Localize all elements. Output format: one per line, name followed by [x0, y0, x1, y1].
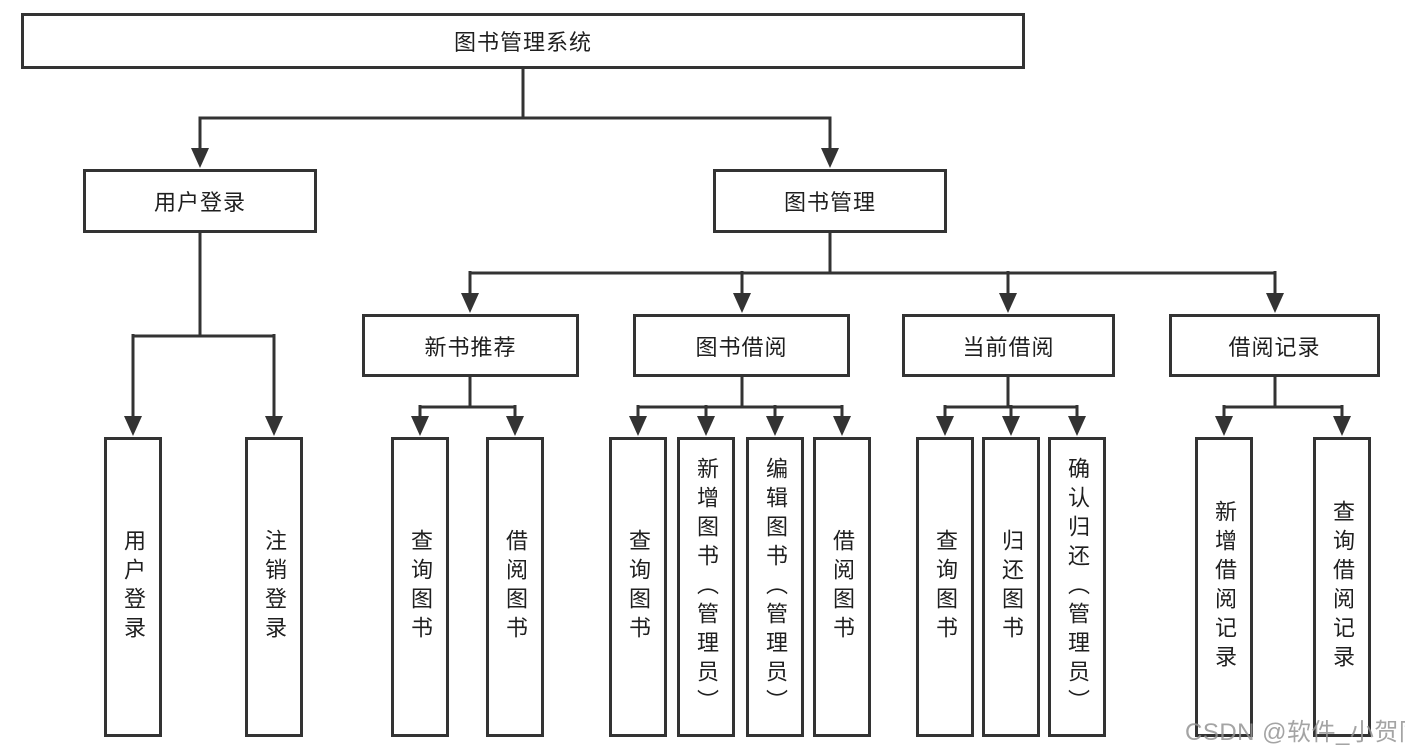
arrow-down-icon [265, 416, 283, 436]
leaf-label: 借阅图书 [503, 529, 528, 645]
leaf-label: 借阅图书 [830, 529, 855, 645]
leaf-query-books-current: 查询图书 [916, 437, 974, 737]
arrow-down-icon [411, 416, 429, 436]
arrow-down-icon [936, 416, 954, 436]
leaf-logout: 注销登录 [245, 437, 303, 737]
leaf-label: 归还图书 [999, 529, 1024, 645]
arrow-down-icon [1215, 416, 1233, 436]
node-label: 当前借阅 [962, 334, 1055, 360]
user-login-arrowheads [124, 416, 283, 436]
leaf-label: 确认归还（管理员） [1065, 456, 1090, 718]
connector-current-borrow-subtree [943, 375, 1079, 418]
csdn-watermark: CSDN @软件_小贺同学 [1185, 719, 1405, 746]
leaf-label: 编辑图书（管理员） [763, 456, 788, 718]
node-label: 图书管理系统 [453, 30, 592, 55]
node-label: 借阅记录 [1228, 334, 1321, 360]
leaf-label: 用户登录 [121, 529, 146, 645]
arrow-down-icon [191, 148, 209, 168]
leaf-query-books-recommend: 查询图书 [391, 437, 449, 737]
arrow-down-icon [1333, 416, 1351, 436]
arrow-down-icon [766, 416, 784, 436]
leaf-borrow-books-recommend: 借阅图书 [486, 437, 544, 737]
node-user-login: 用户登录 [83, 169, 317, 233]
node-label: 新书推荐 [424, 334, 517, 360]
leaf-label: 查询借阅记录 [1330, 500, 1355, 674]
node-current-borrow: 当前借阅 [902, 314, 1115, 377]
arrow-down-icon [733, 293, 751, 313]
book-borrow-arrowheads [629, 416, 851, 436]
leaf-add-books-admin: 新增图书（管理员） [677, 437, 735, 737]
node-root-library-management-system: 图书管理系统 [21, 13, 1025, 69]
node-label: 图书管理 [783, 190, 876, 215]
leaf-borrow-books: 借阅图书 [813, 437, 871, 737]
arrow-down-icon [1266, 293, 1284, 313]
leaf-label: 新增图书（管理员） [694, 456, 719, 718]
node-borrow-records: 借阅记录 [1169, 314, 1380, 377]
arrow-down-icon [833, 416, 851, 436]
leaf-label: 新增借阅记录 [1212, 500, 1237, 674]
leaf-add-borrow-record: 新增借阅记录 [1195, 437, 1253, 737]
leaf-label: 查询图书 [408, 529, 433, 645]
node-label: 用户登录 [153, 190, 246, 215]
leaf-confirm-return-admin: 确认归还（管理员） [1048, 437, 1106, 737]
arrow-down-icon [697, 416, 715, 436]
arrow-down-icon [1002, 416, 1020, 436]
node-book-management: 图书管理 [713, 169, 947, 233]
leaf-return-books: 归还图书 [982, 437, 1040, 737]
leaf-label: 查询图书 [933, 529, 958, 645]
new-book-recommend-arrowheads [411, 416, 524, 436]
current-borrow-arrowheads [936, 416, 1086, 436]
arrow-down-icon [821, 148, 839, 168]
arrow-down-icon [506, 416, 524, 436]
connector-book-management-to-level3 [468, 232, 1277, 295]
node-book-borrow: 图书借阅 [633, 314, 850, 377]
borrow-records-arrowheads [1215, 416, 1351, 436]
level2-arrowheads [191, 148, 839, 168]
leaf-label: 注销登录 [262, 529, 287, 645]
leaf-user-login: 用户登录 [104, 437, 162, 737]
connector-new-book-recommend-subtree [418, 375, 517, 418]
leaf-edit-books-admin: 编辑图书（管理员） [746, 437, 804, 737]
leaf-query-books-borrow: 查询图书 [609, 437, 667, 737]
level3-arrowheads [461, 293, 1284, 313]
arrow-down-icon [1068, 416, 1086, 436]
arrow-down-icon [461, 293, 479, 313]
connector-root-to-level2 [198, 68, 832, 150]
leaf-query-borrow-record: 查询借阅记录 [1313, 437, 1371, 737]
connector-borrow-records-subtree [1222, 375, 1344, 418]
connector-user-login-subtree [131, 232, 276, 418]
node-label: 图书借阅 [695, 334, 788, 360]
leaf-label: 查询图书 [626, 529, 651, 645]
arrow-down-icon [629, 416, 647, 436]
connector-book-borrow-subtree [636, 375, 844, 418]
arrow-down-icon [124, 416, 142, 436]
node-new-book-recommend: 新书推荐 [362, 314, 579, 377]
arrow-down-icon [999, 293, 1017, 313]
